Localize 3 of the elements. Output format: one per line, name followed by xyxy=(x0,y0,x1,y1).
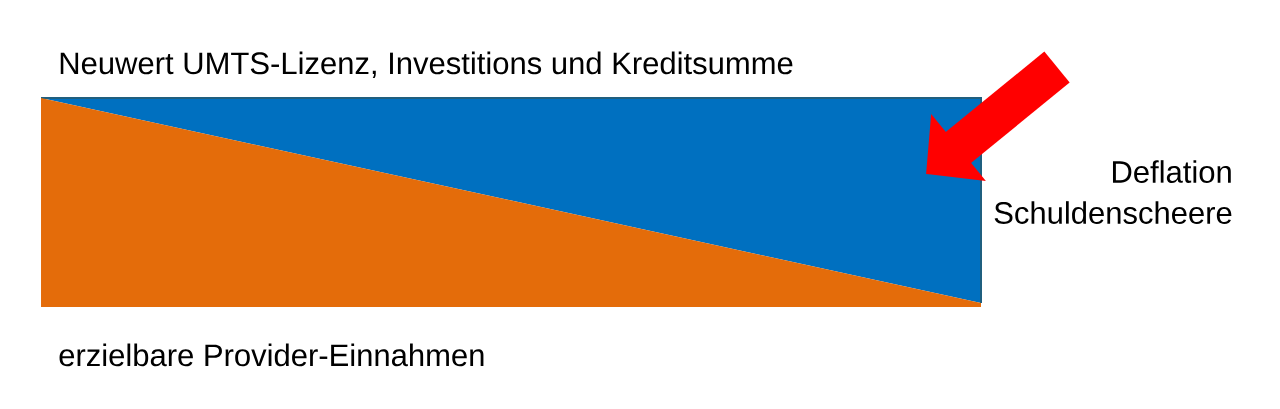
area-heading: Neuwert UMTS-Lizenz, Investitions und Kreditsumme xyxy=(60,51,793,78)
area-heading: erzielbare Provider-Einnahmen xyxy=(59,343,484,367)
side-label: Deflation Schuldenscheere xyxy=(994,160,1232,224)
